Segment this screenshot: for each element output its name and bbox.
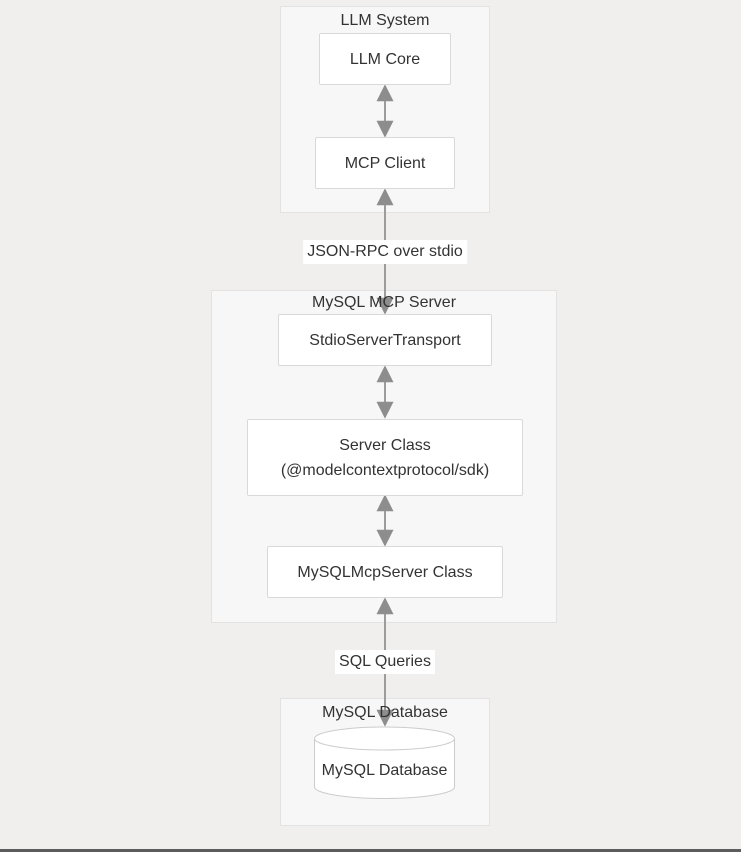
cluster-title-llm-system: LLM System bbox=[340, 12, 430, 29]
node-mcp-client: MCP Client bbox=[315, 137, 455, 189]
node-mysql-database-label: MySQL Database bbox=[321, 762, 448, 779]
node-llm-core: LLM Core bbox=[319, 33, 451, 85]
node-mcp-client-label: MCP Client bbox=[344, 154, 426, 172]
cluster-title-mysql-database: MySQL Database bbox=[322, 704, 448, 721]
node-stdio-server-transport-label: StdioServerTransport bbox=[309, 331, 461, 349]
window-bottom-edge bbox=[0, 849, 741, 852]
edge-label-json-rpc-over-stdio: JSON-RPC over stdio bbox=[303, 240, 467, 264]
node-mysql-mcp-server-class: MySQLMcpServer Class bbox=[267, 546, 503, 598]
node-server-class-label-line1: Server Class bbox=[339, 436, 431, 454]
node-server-class: Server Class (@modelcontextprotocol/sdk) bbox=[247, 419, 523, 496]
node-mysql-database-cylinder: MySQL Database bbox=[314, 726, 455, 800]
node-server-class-label-line2: (@modelcontextprotocol/sdk) bbox=[280, 461, 490, 479]
cluster-title-mysql-mcp-server: MySQL MCP Server bbox=[311, 294, 457, 311]
node-llm-core-label: LLM Core bbox=[349, 50, 421, 68]
edge-label-sql-queries: SQL Queries bbox=[335, 650, 435, 674]
node-mysql-mcp-server-class-label: MySQLMcpServer Class bbox=[297, 563, 473, 581]
cylinder-shape-icon bbox=[314, 726, 455, 799]
node-stdio-server-transport: StdioServerTransport bbox=[278, 314, 492, 366]
